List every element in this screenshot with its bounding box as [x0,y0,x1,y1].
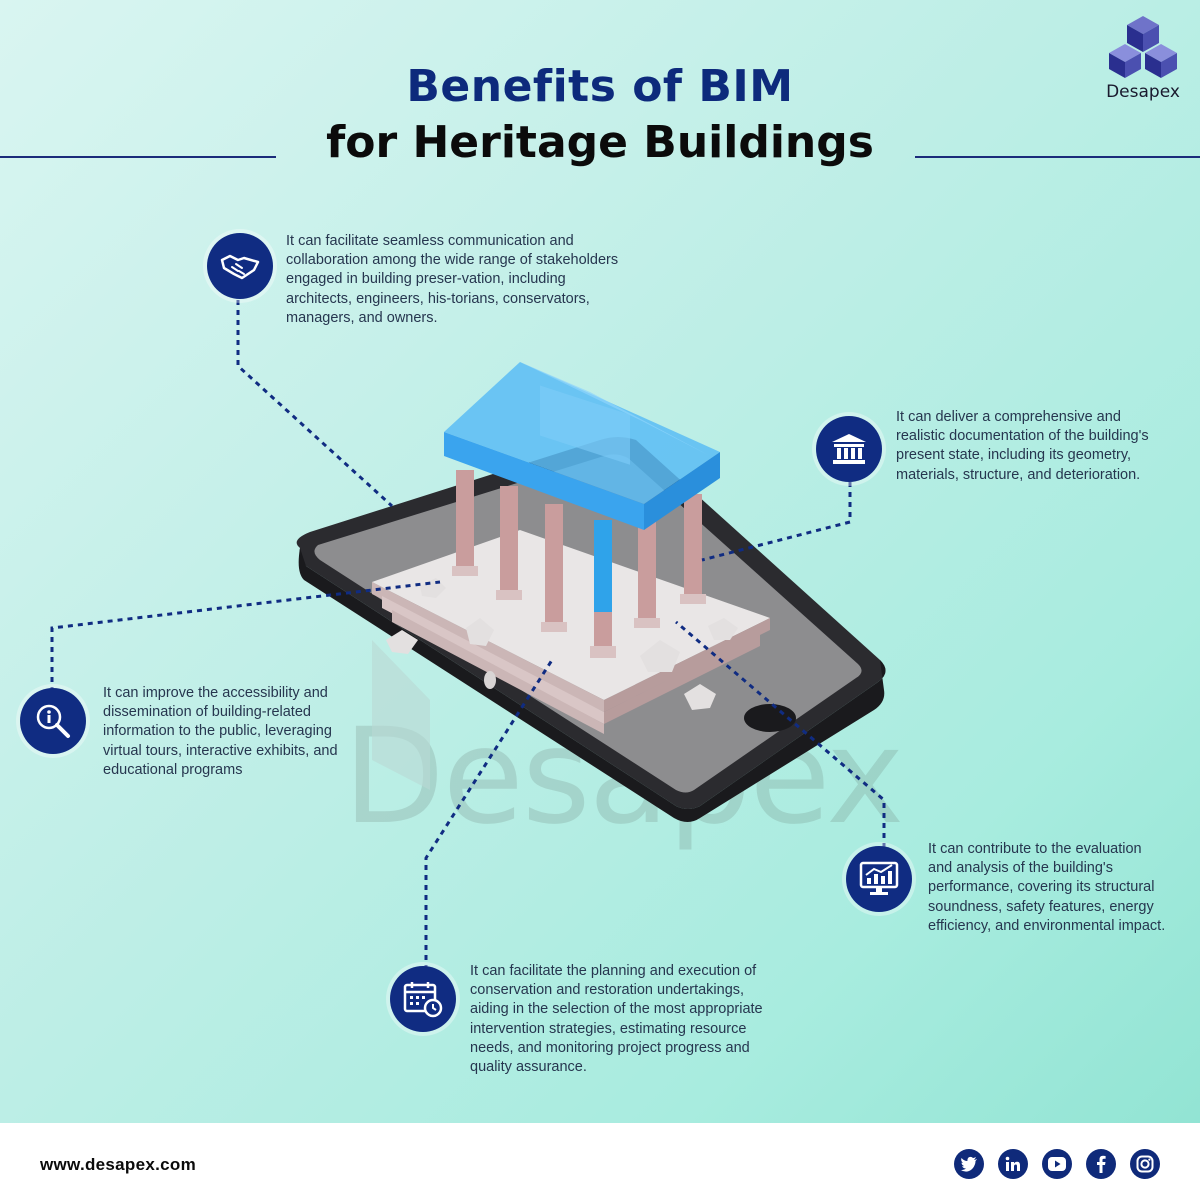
facebook-icon[interactable] [1086,1149,1116,1179]
connector-lines [50,300,886,970]
benefit-3-text: It can improve the accessibility and dis… [103,685,338,778]
benefit-4-text: It can contribute to the evaluation and … [928,841,1166,934]
website-link[interactable]: www.desapex.com [40,1155,196,1174]
title-line-2: for Heritage Buildings [326,117,874,168]
info-search-icon [36,704,70,738]
benefit-4-icon-badge [846,846,912,912]
handshake-icon [220,254,260,280]
benefit-5-text: It can facilitate the planning and execu… [470,963,763,1076]
analytics-monitor-icon [859,861,899,895]
benefit-1-text: It can facilitate seamless communication… [286,233,619,326]
brand-logo[interactable]: Desapex [1098,14,1188,102]
benefit-3-icon-badge [20,688,86,754]
temple-columns [452,470,706,658]
brand-name: Desapex [1106,82,1180,102]
footer: www.desapex.com [0,1123,1200,1200]
page-title: Benefits of BIM for Heritage Buildings [0,60,1200,172]
calendar-clock-icon [403,982,443,1018]
benefit-2-icon-badge [816,416,882,482]
benefit-5-icon-badge [390,966,456,1032]
instagram-icon[interactable] [1130,1149,1160,1179]
title-line-1: Benefits of BIM [406,61,794,112]
youtube-icon[interactable] [1042,1149,1072,1179]
title-rule-left [0,156,276,158]
temple-roof-bim [444,362,720,530]
benefit-1-icon-badge [207,233,273,299]
twitter-icon[interactable] [954,1149,984,1179]
benefit-2-text: It can deliver a comprehensive and reali… [896,409,1149,483]
linkedin-icon[interactable] [998,1149,1028,1179]
museum-building-icon [832,434,866,464]
cube-logo-icon [1109,16,1177,78]
title-rule-right [915,156,1200,158]
